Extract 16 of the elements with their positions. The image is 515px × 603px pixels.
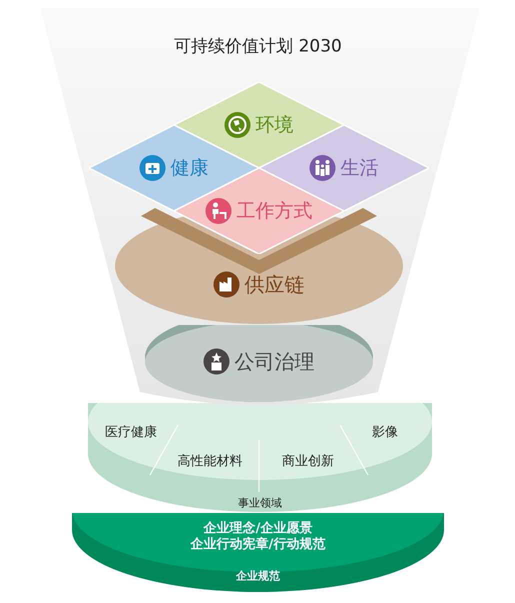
category-label: 生活 (340, 156, 378, 181)
category-label: 工作方式 (236, 199, 312, 224)
governance-ellipse (145, 325, 373, 402)
segment-label: 商业创新 (282, 452, 334, 470)
segment-label: 医疗健康 (105, 423, 157, 441)
segment-label: 高性能材料 (178, 452, 242, 470)
category-label: 健康 (170, 156, 208, 181)
category-label: 环境 (256, 113, 294, 138)
diagram-title: 可持续价值计划 2030 (174, 36, 342, 58)
segment-label: 影像 (372, 423, 398, 441)
category-label: 公司治理 (234, 348, 314, 376)
disc-label: 企业理念/企业愿景 (204, 520, 312, 536)
disc-label: 事业领域 (238, 496, 282, 510)
category-label: 供应链 (244, 271, 304, 298)
disc-label: 企业规范 (236, 568, 280, 584)
disc-label: 企业行动宪章/行动规范 (190, 536, 326, 553)
